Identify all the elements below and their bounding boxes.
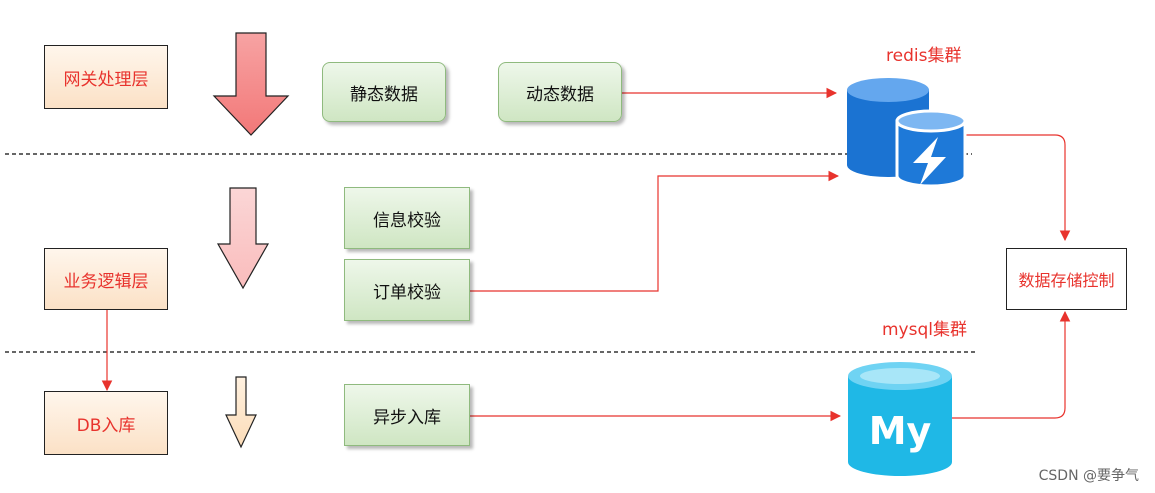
redis-cluster-label: redis集群 bbox=[886, 46, 962, 66]
db-layer-box: DB入库 bbox=[44, 391, 168, 455]
dynamic-data-box: 动态数据 bbox=[498, 62, 622, 122]
business-layer-label: 业务逻辑层 bbox=[63, 271, 149, 292]
order-check-label: 订单校验 bbox=[373, 282, 441, 303]
down-arrow-gateway bbox=[212, 32, 290, 136]
redis-cluster-icon bbox=[847, 78, 967, 188]
static-data-box: 静态数据 bbox=[322, 62, 446, 122]
dynamic-data-label: 动态数据 bbox=[526, 84, 594, 105]
mysql-cluster-label: mysql集群 bbox=[882, 320, 967, 340]
info-check-box: 信息校验 bbox=[344, 187, 470, 249]
connector-redis-to-storage bbox=[962, 134, 1071, 242]
mysql-cluster-icon: My bbox=[848, 362, 952, 476]
down-arrow-business bbox=[216, 187, 270, 290]
csdn-watermark: CSDN @要争气 bbox=[1038, 468, 1139, 484]
connector-mysql-to-storage bbox=[952, 310, 1071, 419]
gateway-layer-box: 网关处理层 bbox=[44, 45, 168, 109]
down-arrow-db bbox=[225, 376, 257, 449]
async-store-label: 异步入库 bbox=[373, 407, 441, 428]
storage-control-box: 数据存储控制 bbox=[1006, 248, 1127, 310]
async-store-box: 异步入库 bbox=[344, 384, 470, 446]
db-layer-label: DB入库 bbox=[76, 415, 136, 436]
connector-order-to-redis bbox=[470, 170, 840, 292]
storage-control-label: 数据存储控制 bbox=[1018, 271, 1115, 290]
info-check-label: 信息校验 bbox=[373, 210, 441, 231]
mysql-logo-text: My bbox=[869, 409, 932, 453]
order-check-box: 订单校验 bbox=[344, 259, 470, 321]
business-layer-box: 业务逻辑层 bbox=[44, 248, 168, 310]
static-data-label: 静态数据 bbox=[350, 84, 418, 105]
gateway-layer-label: 网关处理层 bbox=[63, 69, 149, 90]
